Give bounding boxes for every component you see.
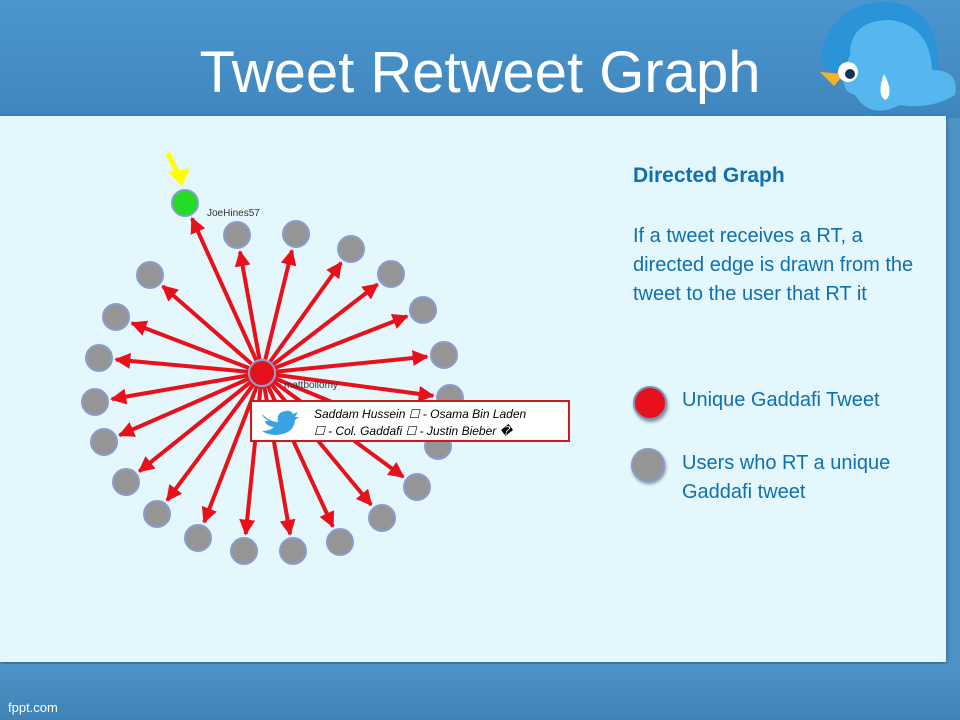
retweeter-node <box>136 261 164 289</box>
tweet-text: Saddam Hussein ☐ - Osama Bin Laden ☐ - C… <box>314 406 566 440</box>
retweeter-node <box>403 473 431 501</box>
retweet-edge <box>161 284 253 366</box>
retweeter-node <box>368 504 396 532</box>
twitter-bird-mascot-icon <box>820 1 956 132</box>
retweeter-node <box>377 260 405 288</box>
retweet-edge <box>271 282 379 367</box>
highlighted-retweeter-node <box>171 189 199 217</box>
retweeter-node <box>184 524 212 552</box>
retweeter-node <box>430 341 458 369</box>
retweet-edge <box>274 313 409 370</box>
retweet-edge <box>263 248 297 360</box>
retweet-edge <box>201 385 259 524</box>
center-node-label: mattbollomy <box>284 380 338 391</box>
retweeter-node <box>230 537 258 565</box>
retweeter-node <box>279 537 307 565</box>
twitter-bird-icon <box>262 410 299 435</box>
legend-tweet-swatch <box>633 386 667 420</box>
retweet-edge <box>165 383 256 502</box>
retweet-edge <box>138 380 253 473</box>
tweet-card: Saddam Hussein ☐ - Osama Bin Laden ☐ - C… <box>250 400 570 442</box>
retweet-edge <box>118 376 250 438</box>
tweet-text-line-2: ☐ - Col. Gaddafi ☐ - Justin Bieber � <box>314 424 512 438</box>
retweet-edge <box>234 250 262 360</box>
slide-title: Tweet Retweet Graph <box>199 40 761 105</box>
retweeter-node <box>326 528 354 556</box>
side-description: If a tweet receives a RT, a directed edg… <box>633 225 914 305</box>
side-heading: Directed Graph <box>633 164 785 187</box>
tweet-text-line-1: Saddam Hussein ☐ - Osama Bin Laden <box>314 407 527 421</box>
retweeter-node <box>90 428 118 456</box>
retweeter-node <box>409 296 437 324</box>
retweet-edge <box>114 352 249 374</box>
header-bar <box>0 0 960 118</box>
retweet-edge <box>110 373 249 405</box>
retweeter-node <box>223 221 251 249</box>
retweeter-node <box>143 500 171 528</box>
retweet-edge <box>275 372 435 402</box>
tweet-node <box>248 359 276 387</box>
retweeter-node <box>85 344 113 372</box>
node-group <box>81 189 464 565</box>
retweet-edge <box>130 320 250 370</box>
legend-tweet-label: Unique Gaddafi Tweet <box>682 389 880 411</box>
retweet-edge <box>275 350 429 374</box>
content-panel <box>0 116 946 662</box>
retweeter-node <box>81 388 109 416</box>
legend-retweeter-swatch <box>631 448 665 482</box>
retweeter-node <box>112 468 140 496</box>
highlighted-node-label: JoeHines57 <box>207 208 260 219</box>
retweeter-node <box>337 235 365 263</box>
legend-retweeter-label: Users who RT a unique Gaddafi tweet <box>682 452 891 503</box>
pointer-arrow-icon <box>165 151 190 186</box>
footer-bar <box>0 664 960 720</box>
retweeter-node <box>282 220 310 248</box>
retweet-edge <box>268 261 343 363</box>
footer-text: fppt.com <box>8 700 58 715</box>
retweet-edge <box>190 217 259 362</box>
retweeter-node <box>102 303 130 331</box>
